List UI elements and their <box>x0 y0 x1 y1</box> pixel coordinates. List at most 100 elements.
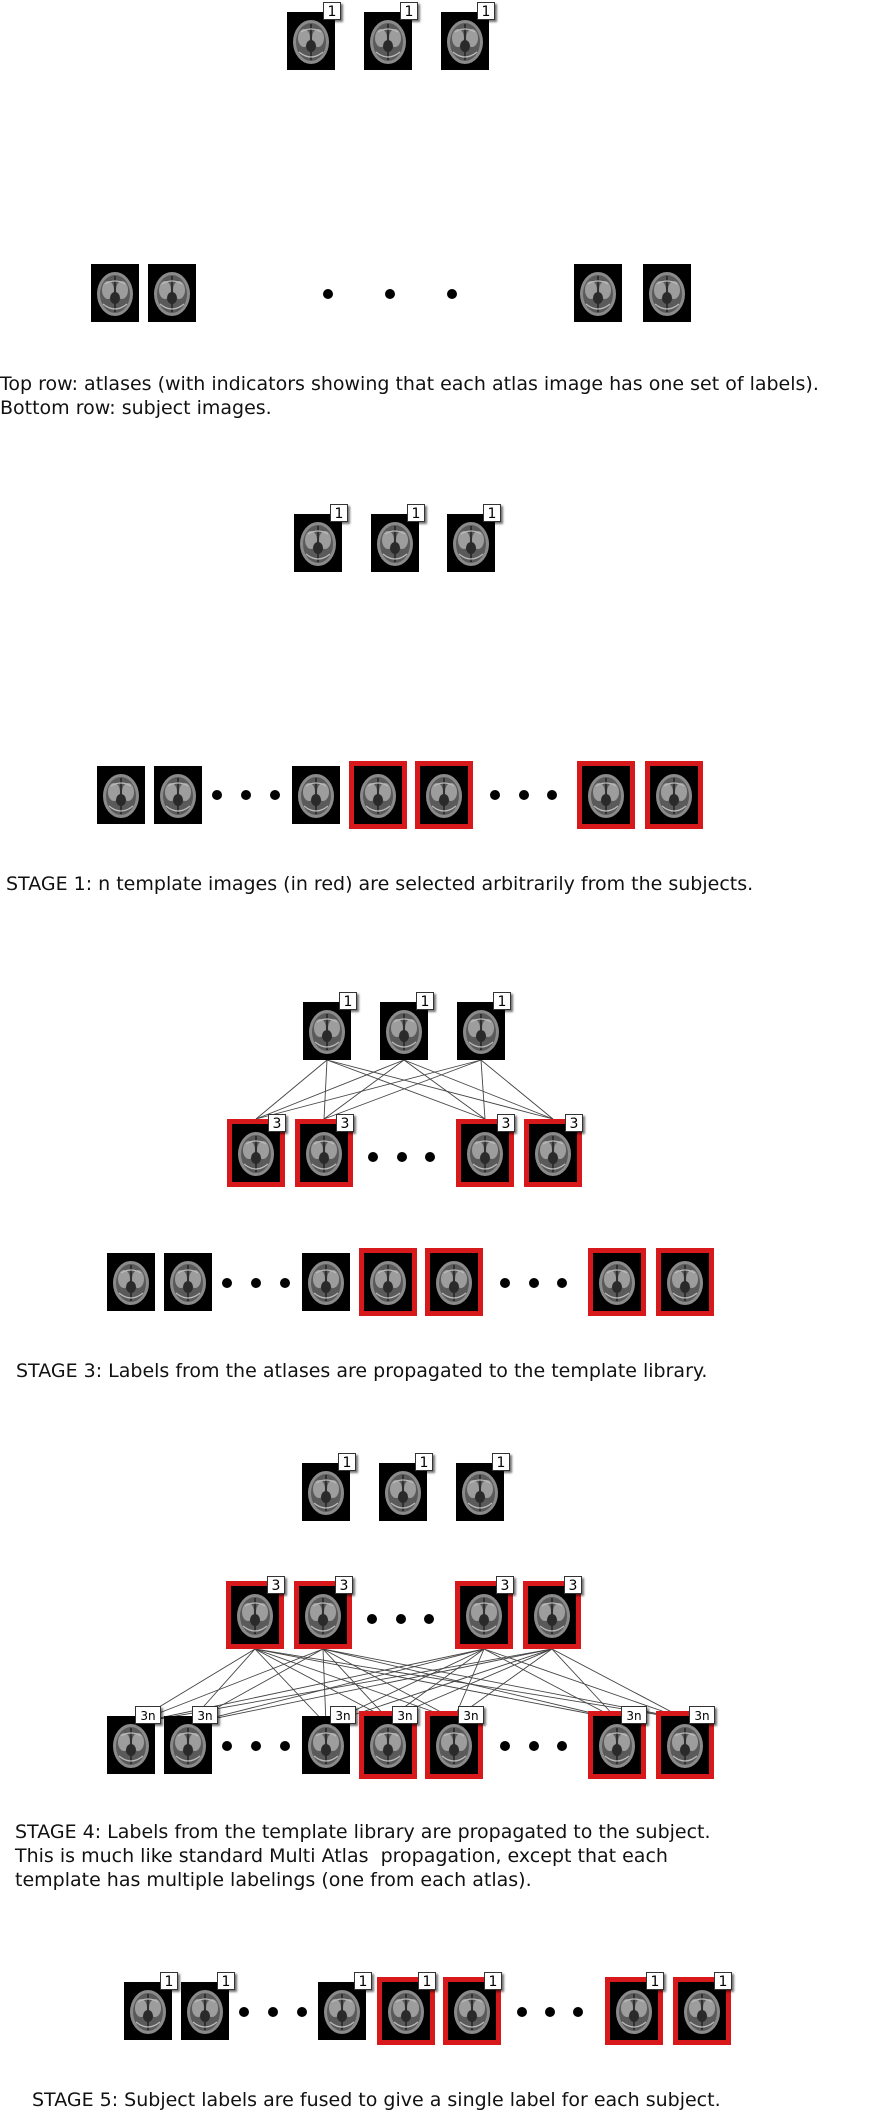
label-count-badge: 3n <box>689 1706 715 1724</box>
intro-caption-line1: Top row: atlases (with indicators showin… <box>0 373 819 395</box>
propagation-line <box>254 1648 389 1720</box>
label-count-badge: 3 <box>335 1576 353 1594</box>
subject-image <box>124 1982 172 2040</box>
ellipsis-dot <box>239 2007 249 2017</box>
template-image <box>294 1581 352 1649</box>
label-count-badge: 1 <box>323 2 341 20</box>
label-count-badge: 1 <box>484 1972 502 1990</box>
ellipsis-dot <box>251 1741 261 1751</box>
subject-image <box>302 1716 350 1774</box>
atlas-image <box>441 12 489 70</box>
template-image <box>425 1248 483 1316</box>
ellipsis-dot <box>545 2007 555 2017</box>
label-count-badge: 1 <box>418 1972 436 1990</box>
template-image <box>645 761 703 829</box>
ellipsis-dot <box>280 1278 290 1288</box>
ellipsis-dot <box>368 1152 378 1162</box>
ellipsis-dot <box>547 790 557 800</box>
label-count-badge: 3 <box>267 1576 285 1594</box>
atlas-image <box>302 1463 350 1521</box>
ellipsis-dot <box>222 1741 232 1751</box>
ellipsis-dot <box>297 2007 307 2017</box>
ellipsis-dot <box>424 1614 434 1624</box>
template-image <box>673 1977 731 2045</box>
template-image <box>425 1711 483 1779</box>
ellipsis-dot <box>500 1278 510 1288</box>
label-count-badge: 1 <box>354 1972 372 1990</box>
template-image <box>359 1248 417 1316</box>
template-image <box>443 1977 501 2045</box>
template-image <box>588 1248 646 1316</box>
subject-image <box>97 766 145 824</box>
stage1-caption: STAGE 1: n template images (in red) are … <box>6 873 754 895</box>
label-count-badge: 1 <box>714 1972 732 1990</box>
atlas-image <box>303 1002 351 1060</box>
ellipsis-dot <box>557 1741 567 1751</box>
label-count-badge: 3n <box>621 1706 647 1724</box>
propagation-line <box>255 1059 405 1120</box>
label-count-badge: 3 <box>565 1114 583 1132</box>
label-count-badge: 3n <box>330 1706 356 1724</box>
intro-caption-line2: Bottom row: subject images. <box>0 397 272 419</box>
label-count-badge: 1 <box>477 2 495 20</box>
propagation-line <box>254 1648 618 1720</box>
ellipsis-dot <box>557 1278 567 1288</box>
label-count-badge: 1 <box>217 1972 235 1990</box>
ellipsis-dot <box>425 1152 435 1162</box>
ellipsis-dot <box>529 1278 539 1288</box>
propagation-line <box>322 1648 327 1725</box>
propagation-line <box>551 1648 618 1720</box>
template-image <box>577 761 635 829</box>
subject-image <box>181 1982 229 2040</box>
propagation-line <box>483 1648 686 1720</box>
ellipsis-dot <box>396 1614 406 1624</box>
label-count-badge: 1 <box>338 1453 356 1471</box>
propagation-line <box>483 1648 618 1720</box>
label-count-badge: 3 <box>336 1114 354 1132</box>
stage4-caption-line1: STAGE 4: Labels from the template librar… <box>15 1821 711 1843</box>
label-count-badge: 3 <box>268 1114 286 1132</box>
label-count-badge: 1 <box>330 504 348 522</box>
propagation-line <box>255 1059 328 1120</box>
subject-image <box>154 766 202 824</box>
atlas-image <box>371 514 419 572</box>
ellipsis-dot <box>447 289 457 299</box>
ellipsis-dot <box>280 1741 290 1751</box>
label-count-badge: 1 <box>160 1972 178 1990</box>
propagation-line <box>403 1059 486 1120</box>
subject-image <box>643 264 691 322</box>
subject-image <box>91 264 139 322</box>
label-count-badge: 1 <box>339 992 357 1010</box>
propagation-line <box>255 1059 482 1120</box>
template-image <box>656 1248 714 1316</box>
subject-image <box>148 264 196 322</box>
label-count-badge: 1 <box>416 992 434 1010</box>
subject-image <box>574 264 622 322</box>
atlas-image <box>380 1002 428 1060</box>
stage5-caption: STAGE 5: Subject labels are fused to giv… <box>32 2089 721 2111</box>
template-image <box>226 1581 284 1649</box>
ellipsis-dot <box>367 1614 377 1624</box>
template-image <box>523 1581 581 1649</box>
atlas-image <box>287 12 335 70</box>
propagation-line <box>323 1059 405 1120</box>
subject-image <box>107 1716 155 1774</box>
template-image <box>349 761 407 829</box>
label-count-badge: 1 <box>407 504 425 522</box>
subject-image <box>302 1253 350 1311</box>
stage3-caption: STAGE 3: Labels from the atlases are pro… <box>16 1360 708 1382</box>
ellipsis-dot <box>212 790 222 800</box>
propagation-line <box>403 1059 554 1120</box>
subject-image <box>318 1982 366 2040</box>
label-count-badge: 3n <box>392 1706 418 1724</box>
propagation-line <box>323 1059 482 1120</box>
label-count-badge: 1 <box>483 504 501 522</box>
label-count-badge: 1 <box>493 992 511 1010</box>
label-count-badge: 1 <box>400 2 418 20</box>
template-image <box>605 1977 663 2045</box>
ellipsis-dot <box>500 1741 510 1751</box>
subject-image <box>292 766 340 824</box>
ellipsis-dot <box>268 2007 278 2017</box>
subject-image <box>164 1716 212 1774</box>
ellipsis-dot <box>490 790 500 800</box>
